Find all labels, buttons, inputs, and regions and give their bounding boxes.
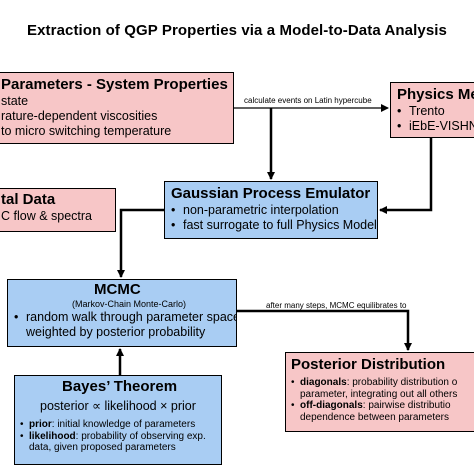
experimental-data-box: tal Data C flow & spectra — [0, 188, 116, 232]
bullet-icon: • — [20, 419, 24, 430]
model-parameters-heading: Parameters - System Properties — [1, 76, 228, 93]
bullet-icon: • — [20, 430, 24, 442]
posterior-diagonals-line-2: parameter, integrating out all others — [300, 388, 458, 400]
emulator-box: Gaussian Process Emulator •non-parametri… — [164, 181, 378, 239]
bullet-icon: • — [397, 119, 402, 133]
physics-model-item: •iEbE-VISHN — [397, 119, 474, 133]
posterior-distribution-box: Posterior Distribution •diagonals: proba… — [285, 352, 474, 432]
physics-model-item: •Trento — [397, 104, 445, 118]
physics-model-box: Physics Me •Trento •iEbE-VISHN — [390, 82, 474, 138]
physics-model-heading: Physics Me — [397, 86, 474, 103]
bayes-heading: Bayes’ Theorem — [62, 378, 178, 395]
posterior-offdiagonals-line-2: dependence between parameters — [300, 411, 449, 423]
bayes-prior-line: •prior: initial knowledge of parameters — [20, 419, 196, 430]
arrow-mcmc-to-posterior — [237, 309, 412, 351]
model-parameters-item: to micro switching temperature — [1, 124, 172, 138]
model-parameters-box: Parameters - System Properties state rat… — [0, 72, 234, 144]
experimental-data-item: C flow & spectra — [1, 209, 93, 223]
posterior-offdiagonals-line: •off-diagonals: pairwise distributio — [291, 400, 451, 411]
mcmc-item: •random walk through parameter space — [14, 310, 237, 324]
experimental-data-heading: tal Data — [1, 191, 56, 208]
diagram-title: Extraction of QGP Properties via a Model… — [27, 22, 447, 39]
emulator-heading: Gaussian Process Emulator — [171, 185, 371, 202]
posterior-diagonals-line: •diagonals: probability distribution o — [291, 377, 458, 388]
bullet-icon: • — [171, 218, 176, 232]
bullet-icon: • — [291, 400, 295, 411]
emulator-item: •fast surrogate to full Physics Model — [171, 218, 377, 232]
mcmc-item: weighted by posterior probability — [26, 325, 206, 339]
mcmc-box: MCMC (Markov-Chain Monte-Carlo) •random … — [7, 279, 237, 347]
arrow-physics-to-emulator — [379, 138, 433, 214]
mcmc-heading: MCMC — [94, 281, 141, 298]
bullet-icon: • — [397, 104, 402, 118]
model-parameters-item: state — [1, 94, 29, 108]
edge-label-latin-hypercube: calculate events on Latin hypercube — [244, 96, 372, 105]
arrow-emulator-to-mcmc — [117, 208, 164, 278]
bayes-likelihood-line: •likelihood: probability of observing ex… — [20, 430, 206, 442]
bayes-theorem-box: Bayes’ Theorem posterior ∝ likelihood × … — [14, 375, 222, 465]
emulator-item: •non-parametric interpolation — [171, 203, 339, 217]
mcmc-subtitle: (Markov-Chain Monte-Carlo) — [72, 299, 187, 309]
bullet-icon: • — [14, 310, 19, 324]
posterior-heading: Posterior Distribution — [291, 356, 446, 373]
bullet-icon: • — [171, 203, 176, 217]
edge-label-equilibrate: after many steps, MCMC equilibrates to — [266, 301, 407, 310]
bullet-icon: • — [291, 377, 295, 388]
model-parameters-item: rature-dependent viscosities — [1, 109, 158, 123]
bayes-formula: posterior ∝ likelihood × prior — [40, 399, 196, 413]
bayes-likelihood-line-2: data, given proposed parameters — [29, 442, 176, 453]
